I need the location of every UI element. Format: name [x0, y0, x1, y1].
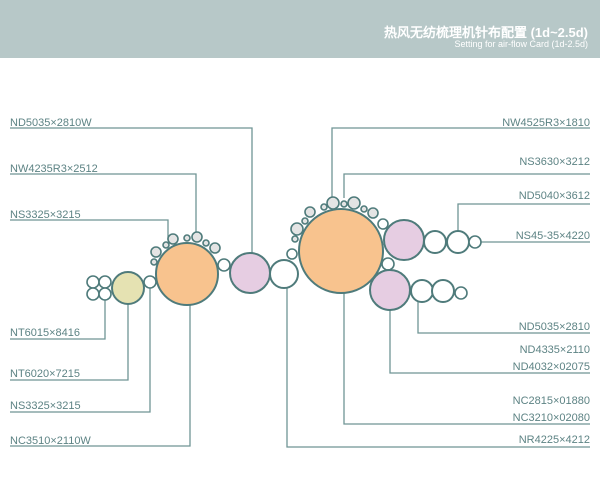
- roller-circle: [291, 235, 299, 243]
- roller-circle: [86, 287, 100, 301]
- leader-line: [417, 302, 590, 334]
- roller-circle: [423, 230, 447, 254]
- roller-circle: [162, 241, 170, 249]
- roller-circle: [446, 230, 470, 254]
- roller-circle: [150, 258, 158, 266]
- roller-circle: [269, 259, 299, 289]
- roller-circle: [143, 275, 157, 289]
- label-left-7: NC3510×2110W: [10, 435, 91, 447]
- leader-line: [10, 288, 151, 413]
- roller-circle: [183, 234, 191, 242]
- roller-circle: [304, 206, 316, 218]
- roller-circle: [410, 279, 434, 303]
- label-right-10: NR4225×4212: [518, 434, 590, 446]
- leader-line: [10, 173, 197, 232]
- roller-circle: [155, 242, 219, 306]
- roller-circle: [369, 269, 411, 311]
- roller-circle: [377, 218, 389, 230]
- roller-circle: [326, 196, 340, 210]
- roller-circle: [381, 257, 395, 271]
- roller-circle: [191, 231, 203, 243]
- label-right-7: ND4032×02075: [512, 361, 590, 373]
- roller-circle: [360, 205, 368, 213]
- roller-circle: [290, 222, 304, 236]
- leader-line: [10, 127, 253, 253]
- roller-circle: [298, 208, 384, 294]
- roller-circle: [286, 248, 298, 260]
- roller-circle: [340, 200, 348, 208]
- roller-circle: [431, 279, 455, 303]
- roller-circle: [217, 258, 231, 272]
- roller-circle: [383, 219, 425, 261]
- roller-circle: [320, 203, 328, 211]
- roller-circle: [229, 252, 271, 294]
- roller-circle: [167, 233, 179, 245]
- label-right-1: NW4525R3×1810: [502, 117, 590, 129]
- label-left-5: NT6020×7215: [10, 368, 81, 380]
- roller-circle: [98, 275, 112, 289]
- roller-circle: [98, 287, 112, 301]
- title: 热风无纺梳理机针布配置 (1d~2.5d): [383, 25, 588, 40]
- label-right-9: NC3210×02080: [512, 412, 590, 424]
- leader-line: [10, 304, 129, 381]
- label-right-5: ND5035×2810: [518, 321, 590, 333]
- label-left-4: NT6015×8416: [10, 327, 81, 339]
- leader-line: [10, 304, 191, 447]
- leader-line: [389, 310, 590, 374]
- leader-line: [10, 219, 169, 240]
- header-band: 热风无纺梳理机针布配置 (1d~2.5d) Setting for air-fl…: [0, 0, 600, 58]
- label-right-2: NS3630×3212: [519, 156, 590, 168]
- leader-line: [331, 127, 590, 203]
- label-right-4: NS45-35×4220: [515, 230, 590, 242]
- leader-line: [286, 288, 590, 448]
- subtitle: Setting for air-flow Card (1d-2.5d): [454, 39, 588, 49]
- label-right-6: ND4335×2110: [519, 344, 590, 356]
- roller-circle: [150, 246, 162, 258]
- roller-circle: [111, 271, 145, 305]
- roller-circle: [86, 275, 100, 289]
- roller-circle: [367, 207, 379, 219]
- leader-line: [343, 173, 590, 198]
- roller-circle: [301, 217, 309, 225]
- roller-circle: [209, 242, 221, 254]
- roller-circle: [347, 196, 361, 210]
- label-right-8: NC2815×01880: [512, 395, 590, 407]
- label-left-1: ND5035×2810W: [10, 117, 92, 129]
- leader-line: [10, 299, 106, 340]
- roller-circle: [202, 239, 210, 247]
- roller-circle: [454, 286, 468, 300]
- label-left-3: NS3325×3215: [10, 209, 81, 221]
- label-left-6: NS3325×3215: [10, 400, 81, 412]
- leader-line: [343, 292, 590, 425]
- roller-circle: [468, 235, 482, 249]
- leader-line: [457, 203, 590, 231]
- label-right-3: ND5040×3612: [518, 190, 590, 202]
- label-left-2: NW4235R3×2512: [10, 163, 98, 175]
